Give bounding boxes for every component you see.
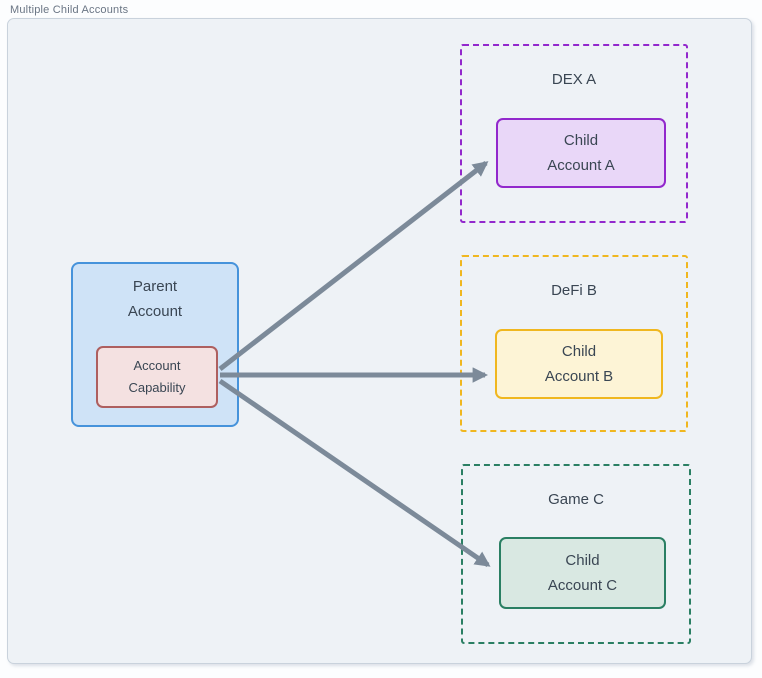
group-game-c: Game C Child Account C [461, 464, 691, 644]
child-account-b-label-line2: Account B [544, 368, 614, 385]
arrow-to-child-account-a [218, 161, 489, 371]
child-account-c-node: Child Account C [499, 537, 666, 609]
parent-account-label-line1: Parent [132, 278, 178, 295]
diagram-canvas: Parent Account Account Capability DEX A … [7, 18, 752, 664]
parent-account-node: Parent Account Account Capability [71, 262, 239, 427]
child-account-a-node: Child Account A [496, 118, 666, 188]
child-account-b-node: Child Account B [495, 329, 663, 399]
account-capability-label-line2: Capability [128, 380, 186, 395]
child-account-a-label-line2: Account A [547, 157, 615, 174]
group-defi-b: DeFi B Child Account B [460, 255, 688, 432]
parent-account-label-line2: Account [127, 303, 183, 320]
child-account-a-label-line1: Child [563, 132, 599, 149]
arrow-to-child-account-c [218, 378, 491, 568]
parent-account-label: Parent Account [73, 264, 237, 324]
diagram-title: Multiple Child Accounts [10, 4, 129, 16]
account-capability-label-line1: Account [133, 358, 181, 373]
group-defi-b-label: DeFi B [551, 282, 597, 299]
group-dex-a-label: DEX A [551, 71, 597, 88]
group-dex-a: DEX A Child Account A [460, 44, 688, 223]
child-account-c-label-line2: Account C [547, 577, 618, 594]
child-account-c-label-line1: Child [565, 552, 600, 569]
group-game-c-label: Game C [548, 491, 604, 508]
account-capability-node: Account Capability [96, 346, 218, 408]
child-account-b-label-line1: Child [561, 343, 597, 360]
